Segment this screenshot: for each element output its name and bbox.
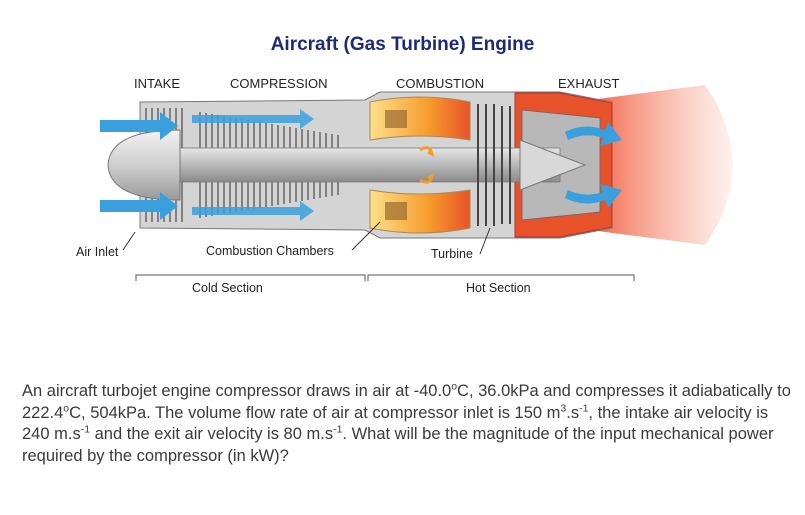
stage-label-compression: COMPRESSION: [230, 76, 328, 91]
degree-symbol: o: [451, 380, 458, 393]
hot-section-label: Hot Section: [466, 281, 531, 295]
stage-label-combustion: COMBUSTION: [396, 76, 485, 91]
question-part: .s: [566, 403, 580, 422]
degree-symbol: o: [63, 402, 70, 414]
turbine-leader: [479, 227, 491, 255]
exponent: -1: [579, 402, 589, 414]
exponent: -1: [80, 423, 91, 436]
exhaust-airflow-arrows: [565, 122, 622, 208]
nose-cone: [107, 129, 181, 201]
exponent: -1: [333, 423, 343, 436]
intake-airflow-arrows: [100, 109, 314, 221]
combustion-chamber-top: [369, 96, 471, 141]
air-inlet-label: Air Inlet: [76, 245, 119, 259]
question-part: , the intake air velocity is 240 m.s: [22, 403, 769, 444]
stage-label-exhaust: EXHAUST: [558, 76, 620, 91]
question-part: . What will be the magnitude of the inpu…: [22, 425, 774, 465]
exhaust-cone: [519, 139, 587, 191]
question-part: C, 36.0kPa and compresses it adiabatical…: [22, 382, 791, 422]
exhaust-plume: [590, 85, 733, 245]
exponent: 3: [560, 402, 567, 414]
turbine-blades: [477, 104, 511, 226]
combustion-chamber-bottom: [369, 189, 471, 234]
air-inlet-leader: [122, 231, 136, 251]
question-part: and the exit air velocity is 80 m.s: [90, 425, 334, 443]
diagram-title: Aircraft (Gas Turbine) Engine: [270, 34, 535, 55]
combustion-chambers-label: Combustion Chambers: [206, 244, 334, 258]
stage-label-intake: INTAKE: [134, 76, 180, 91]
question-text: An aircraft turbojet engine compressor d…: [22, 381, 792, 467]
question-part: C, 504kPa. The volume flow rate of air a…: [69, 403, 561, 422]
cold-section-bracket: [135, 274, 366, 281]
question-part: An aircraft turbojet engine compressor d…: [22, 382, 452, 400]
combustion-chambers-leader: [351, 221, 381, 251]
turbine-label: Turbine: [431, 247, 473, 261]
cold-section-label: Cold Section: [192, 281, 263, 295]
hot-section-bracket: [367, 274, 635, 281]
central-shaft: [179, 147, 561, 183]
engine-diagram: [100, 85, 733, 281]
